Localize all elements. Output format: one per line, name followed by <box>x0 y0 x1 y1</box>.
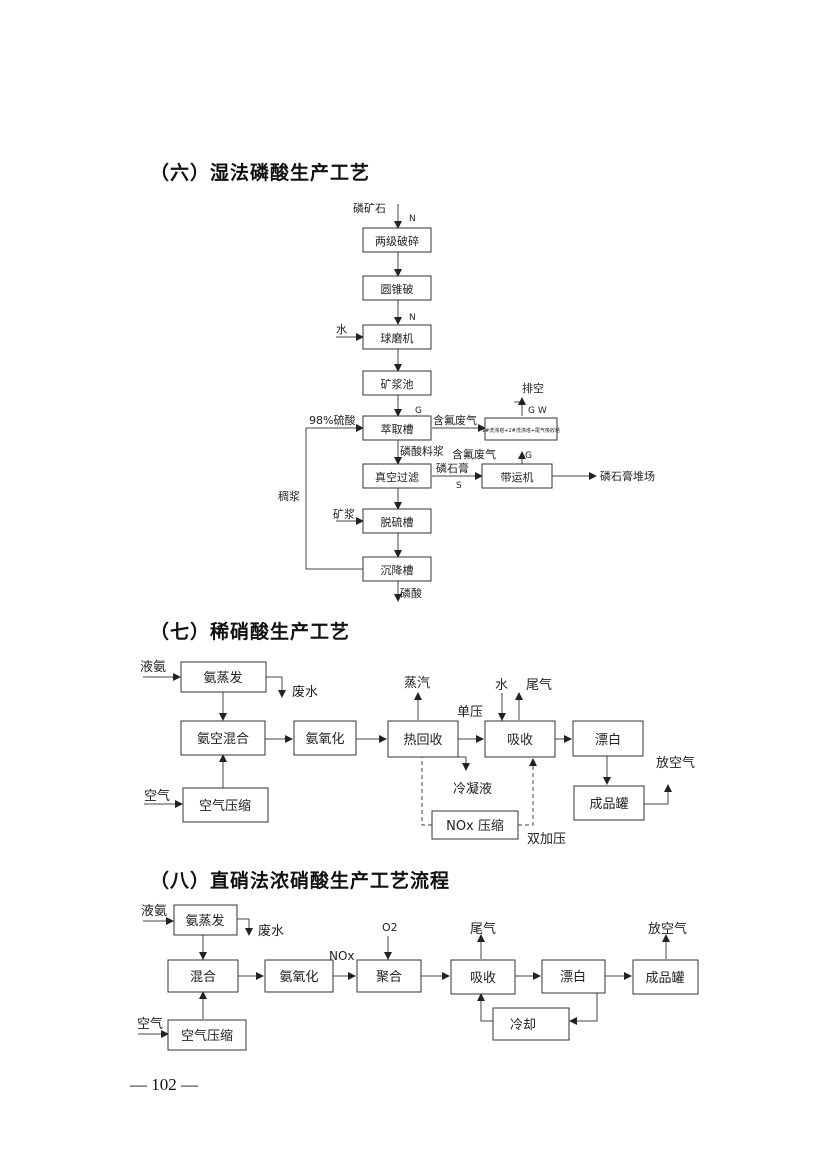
label-air: 空气 <box>144 788 170 804</box>
svg-text:成品罐: 成品罐 <box>645 971 684 986</box>
svg-text:两级破碎: 两级破碎 <box>375 234 419 248</box>
svg-text:萃取槽: 萃取槽 <box>381 423 414 436</box>
svg-text:球磨机: 球磨机 <box>381 331 414 345</box>
section-title-dilute-nitric: （七）稀硝酸生产工艺 <box>150 621 351 643</box>
svg-text:矿浆池: 矿浆池 <box>381 377 414 391</box>
page-number: — 102 — <box>130 1075 198 1094</box>
label-waste-water-2: 废水 <box>258 923 284 939</box>
box-belt-conveyor: 带运机 <box>481 463 553 489</box>
box-air-compression-2: 空气压缩 <box>167 1019 247 1051</box>
label-vent-gas-2: 放空气 <box>648 921 687 937</box>
svg-text:漂白: 漂白 <box>560 969 586 985</box>
label-thick-slurry: 稠浆 <box>278 489 300 503</box>
label-g-w: G W <box>528 406 547 416</box>
label-phosphoric-acid: 磷酸 <box>400 586 422 600</box>
svg-text:氨空混合: 氨空混合 <box>197 732 249 747</box>
label-gypsum-yard: 磷石膏堆场 <box>600 469 655 483</box>
svg-text:吸收: 吸收 <box>507 733 533 748</box>
box-ammonia-oxidation-2: 氨氧化 <box>264 959 334 993</box>
svg-text:NOx 压缩: NOx 压缩 <box>446 818 504 834</box>
label-phosphate-rock: 磷矿石 <box>353 202 386 215</box>
section-title-direct-nitric: （八）直硝法浓硝酸生产工艺流程 <box>150 870 451 892</box>
label-dual-pressure: 双加压 <box>527 832 566 847</box>
box-cone-crusher: 圆锥破 <box>362 275 432 301</box>
box-scrubber-towers: 1#洗涤塔+2#洗涤塔+尾气吸收塔 <box>482 417 560 441</box>
svg-text:真空过滤: 真空过滤 <box>375 470 419 484</box>
box-cooling: 冷却 <box>492 1007 570 1041</box>
label-g-2: G <box>525 451 532 461</box>
box-heat-recovery: 热回收 <box>387 720 459 758</box>
label-n-1: N <box>409 214 416 224</box>
label-s: S <box>456 481 462 491</box>
box-desulfurization-tank: 脱硫槽 <box>362 508 432 534</box>
box-absorption: 吸收 <box>484 720 556 758</box>
label-phosphoric-slurry: 磷酸料浆 <box>400 444 444 458</box>
box-bleaching-2: 漂白 <box>541 959 606 994</box>
label-g-1: G <box>415 406 422 416</box>
svg-text:空气压缩: 空气压缩 <box>181 1028 233 1044</box>
svg-text:氨氧化: 氨氧化 <box>279 970 318 985</box>
box-ball-mill: 球磨机 <box>362 324 432 350</box>
label-ore-slurry: 矿浆 <box>333 507 355 521</box>
svg-text:混合: 混合 <box>190 970 216 985</box>
svg-text:热回收: 热回收 <box>403 733 442 748</box>
label-oxygen: O2 <box>382 921 398 934</box>
box-air-compression: 空气压缩 <box>182 787 269 823</box>
box-polymerization: 聚合 <box>356 959 422 993</box>
box-ammonia-evaporation: 氨蒸发 <box>180 661 267 693</box>
svg-text:空气压缩: 空气压缩 <box>199 798 251 814</box>
label-vent: 排空 <box>522 381 544 395</box>
box-product-tank: 成品罐 <box>573 785 645 821</box>
svg-text:成品罐: 成品罐 <box>589 797 628 812</box>
box-vacuum-filter: 真空过滤 <box>362 463 432 489</box>
svg-text:氨蒸发: 氨蒸发 <box>203 670 242 686</box>
label-tail-gas-2: 尾气 <box>470 921 496 937</box>
box-two-stage-crushing: 两级破碎 <box>362 227 432 253</box>
svg-text:聚合: 聚合 <box>376 970 402 985</box>
label-fluorine-gas-1: 含氟废气 <box>433 413 477 427</box>
label-air-2: 空气 <box>137 1016 163 1032</box>
box-mixing: 混合 <box>167 959 239 993</box>
box-nox-compression: NOx 压缩 <box>431 810 519 840</box>
label-single-pressure: 单压 <box>457 705 483 720</box>
svg-text:氨氧化: 氨氧化 <box>305 732 344 747</box>
label-liquid-ammonia-2: 液氨 <box>141 904 167 919</box>
svg-text:氨蒸发: 氨蒸发 <box>185 913 224 929</box>
box-ammonia-oxidation: 氨氧化 <box>293 720 357 756</box>
label-water: 水 <box>336 323 347 336</box>
label-n-2: N <box>409 313 416 323</box>
label-phosphogypsum: 磷石膏 <box>436 461 469 475</box>
box-extraction-tank: 萃取槽 <box>362 415 432 441</box>
label-steam: 蒸汽 <box>404 676 430 691</box>
box-settling-tank: 沉降槽 <box>362 556 432 582</box>
svg-text:脱硫槽: 脱硫槽 <box>381 515 414 529</box>
label-tail-gas: 尾气 <box>526 677 552 693</box>
box-absorption-2: 吸收 <box>450 959 516 995</box>
label-fluorine-gas-2: 含氟废气 <box>452 447 496 461</box>
box-ammonia-air-mixing: 氨空混合 <box>180 720 266 756</box>
box-ammonia-evaporation-2: 氨蒸发 <box>173 904 238 936</box>
svg-text:带运机: 带运机 <box>501 470 534 484</box>
svg-text:吸收: 吸收 <box>470 971 496 986</box>
label-waste-water: 废水 <box>292 684 318 700</box>
box-slurry-tank: 矿浆池 <box>362 370 432 396</box>
svg-text:冷却: 冷却 <box>510 1018 536 1033</box>
section-title-wet-phosphoric: （六）湿法磷酸生产工艺 <box>150 162 371 184</box>
label-liquid-ammonia: 液氨 <box>140 660 166 675</box>
svg-text:圆锥破: 圆锥破 <box>381 282 414 296</box>
box-bleaching: 漂白 <box>572 720 644 757</box>
label-water: 水 <box>495 678 508 693</box>
label-sulfuric-acid: 98%硫酸 <box>309 413 355 427</box>
label-vent-gas: 放空气 <box>656 755 695 771</box>
label-nox: NOx <box>329 949 355 963</box>
label-condensate: 冷凝液 <box>453 781 492 797</box>
svg-text:漂白: 漂白 <box>595 732 621 748</box>
box-product-tank-2: 成品罐 <box>632 959 699 995</box>
svg-text:沉降槽: 沉降槽 <box>381 563 414 577</box>
svg-text:1#洗涤塔+2#洗涤塔+尾气吸收塔: 1#洗涤塔+2#洗涤塔+尾气吸收塔 <box>482 427 560 434</box>
